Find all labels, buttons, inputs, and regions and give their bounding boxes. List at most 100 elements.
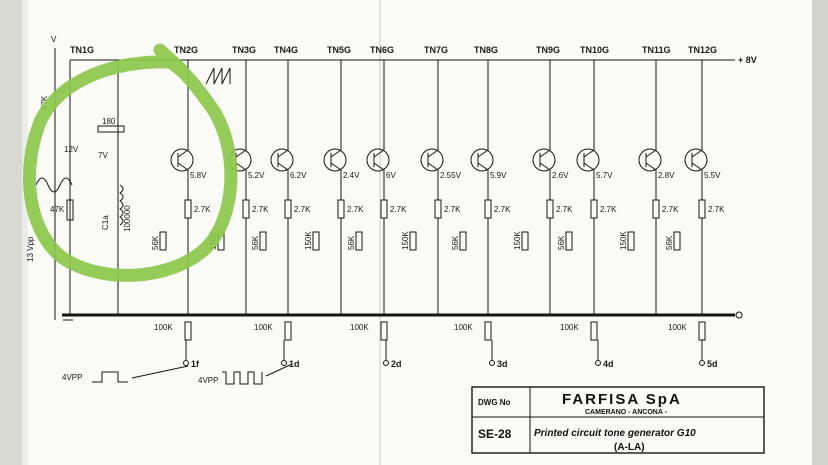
resistor-2k7 [546, 199, 554, 219]
resistor-2k7 [284, 199, 292, 219]
resistor-100k [590, 321, 598, 341]
company-location: CAMERANO - ANCONA - [585, 409, 668, 416]
highlight-circle [22, 43, 238, 282]
resistor-56k [673, 231, 681, 251]
resistor-56k-label: 56K [347, 235, 356, 250]
resistor-56k [259, 231, 267, 251]
v7-label: 7V [98, 151, 108, 160]
resistor-100k-label: 100K [560, 323, 579, 332]
output-terminal[interactable] [383, 360, 389, 366]
emitter-voltage: 5.5V [704, 171, 721, 180]
resistor-2k7 [652, 199, 660, 219]
left-binding-edge [22, 0, 28, 465]
resistor-56k [312, 231, 320, 251]
output-terminal[interactable] [595, 360, 601, 366]
resistor-56k [565, 231, 573, 251]
resistor-2k7 [242, 199, 250, 219]
resistor-56k [627, 231, 635, 251]
drawing-subtitle: (A-LA) [614, 442, 645, 453]
resistor-2k7-label: 2.7K [494, 205, 511, 214]
resistor-56k-label: 56K [557, 235, 566, 250]
resistor-2k7-label: 2.7K [600, 205, 617, 214]
resistor-100k-label: 100K [350, 323, 369, 332]
resistor-56k-label: 150K [401, 231, 410, 250]
r180-resistor [97, 125, 125, 133]
resistor-2k7 [484, 199, 492, 219]
resistor-56k [355, 231, 363, 251]
rail-label: + 8V [738, 55, 757, 65]
resistor-100k-label: 100K [668, 323, 687, 332]
transistor-emitter [645, 162, 657, 171]
transistor-collector [583, 149, 595, 158]
resistor-2k7 [184, 199, 192, 219]
sawtooth-wave [205, 67, 231, 85]
transistor-emitter [177, 162, 189, 171]
output-terminal[interactable] [183, 360, 189, 366]
transistor-emitter [539, 162, 551, 171]
transistor-emitter [373, 162, 385, 171]
waveform-a-arrow [131, 365, 189, 379]
transistor-symbol [638, 148, 662, 172]
transistor-emitter [277, 162, 289, 171]
output-label: 1f [191, 359, 200, 369]
resistor-2k7 [337, 199, 345, 219]
resistor-2k7-label: 2.7K [444, 205, 461, 214]
resistor-2k7-label: 2.7K [662, 205, 679, 214]
resistor-56k-label: 56K [151, 235, 160, 250]
drawing-title: Printed circuit tone generator G10 [534, 428, 696, 439]
resistor-2k7-label: 2.7K [194, 205, 211, 214]
transistor-symbol [576, 148, 600, 172]
resistor-56k-label: 150K [304, 231, 313, 250]
transistor-collector [539, 149, 551, 158]
transistor-collector [477, 149, 489, 158]
stage-label: TN3G [232, 45, 256, 55]
output-terminal[interactable] [699, 360, 705, 366]
stage-label: TN2G [174, 45, 198, 55]
resistor-56k-label: 150K [619, 231, 628, 250]
output-terminal[interactable] [489, 360, 495, 366]
waveform-b-label: 4VPP [198, 376, 218, 385]
transistor-symbol [420, 148, 444, 172]
resistor-2k7-label: 2.7K [708, 205, 725, 214]
emitter-voltage: 5.7V [596, 171, 613, 180]
right-binding-shadow [812, 0, 828, 465]
transformer-coil [119, 184, 124, 226]
waveform-b-arrow [265, 363, 293, 377]
emitter-voltage: 5.2V [248, 171, 265, 180]
transistor-emitter [330, 162, 342, 171]
emitter-voltage: 6V [386, 171, 396, 180]
resistor-56k-label: 56K [665, 235, 674, 250]
transistor-collector [235, 149, 247, 158]
stage-label: TN8G [474, 45, 498, 55]
output-terminal[interactable] [281, 360, 287, 366]
pulse-train-b [222, 371, 263, 385]
resistor-100k [484, 321, 492, 341]
emitter-voltage: 2.4V [343, 171, 360, 180]
dwg-no-label: DWG No [478, 398, 511, 407]
transistor-collector [645, 149, 657, 158]
stage-label: TN1G [70, 45, 94, 55]
resistor-100k [698, 321, 706, 341]
transistor-collector [177, 149, 189, 158]
output-label: 3d [497, 359, 508, 369]
emitter-voltage: 2.55V [440, 171, 462, 180]
output-label: 2d [391, 359, 402, 369]
emitter-voltage: 6.2V [290, 171, 307, 180]
r47k-label: 47K [50, 205, 65, 214]
stage-label: TN5G [327, 45, 351, 55]
transistor-symbol [170, 148, 194, 172]
r180-label: 180 [102, 117, 116, 126]
transistor-emitter [427, 162, 439, 171]
transistor-symbol [270, 148, 294, 172]
